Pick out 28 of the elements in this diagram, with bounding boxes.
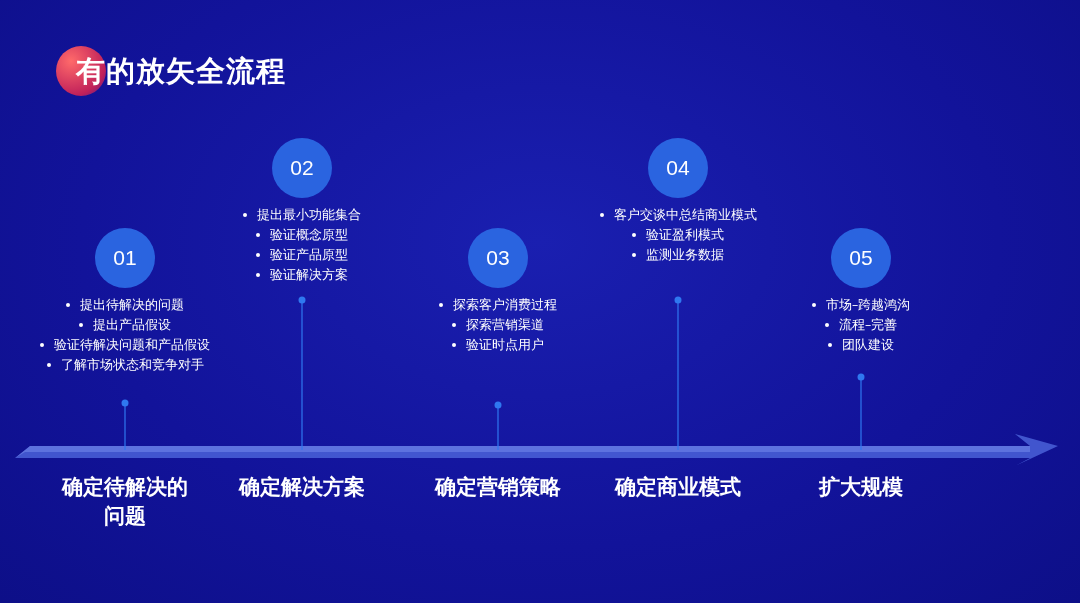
stage-label: 确定商业模式	[613, 474, 742, 501]
stage-label: 确定营销策略	[433, 474, 562, 501]
bullet-text: 流程–完善	[838, 316, 898, 334]
title: 有的放矢全流程	[76, 53, 286, 90]
bullet-text: 了解市场状态和竞争对手	[60, 356, 204, 374]
stage-label: 扩大规模	[817, 474, 904, 501]
step-number-circle: 05	[831, 228, 891, 288]
bullet-text: 客户交谈中总结商业模式	[613, 206, 757, 224]
bullet-text: 验证产品原型	[270, 246, 348, 264]
bullet-text: 团队建设	[842, 336, 894, 354]
bullet-text: 验证待解决问题和产品假设	[54, 336, 210, 354]
step-number-circle: 03	[468, 228, 528, 288]
stage-label: 确定解决方案	[237, 474, 366, 501]
bullet-text: 探索营销渠道	[466, 316, 544, 334]
bullet-text: 验证解决方案	[270, 266, 348, 284]
bullet-text: 验证概念原型	[270, 226, 348, 244]
stage-label: 确定待解决的问题	[60, 474, 189, 530]
bullet-text: 提出产品假设	[93, 316, 171, 334]
bullet-text: 监测业务数据	[646, 246, 724, 264]
step-number-circle: 01	[95, 228, 155, 288]
step-number-circle: 02	[272, 138, 332, 198]
bullet-text: 提出待解决的问题	[80, 296, 184, 314]
bullet-text: 验证盈利模式	[646, 226, 724, 244]
bullet-text: 市场–跨越鸿沟	[825, 296, 911, 314]
step-number-circle: 04	[648, 138, 708, 198]
bullet-text: 探索客户消费过程	[453, 296, 557, 314]
bullet-text: 提出最小功能集合	[257, 206, 361, 224]
bullet-text: 验证时点用户	[466, 336, 544, 354]
